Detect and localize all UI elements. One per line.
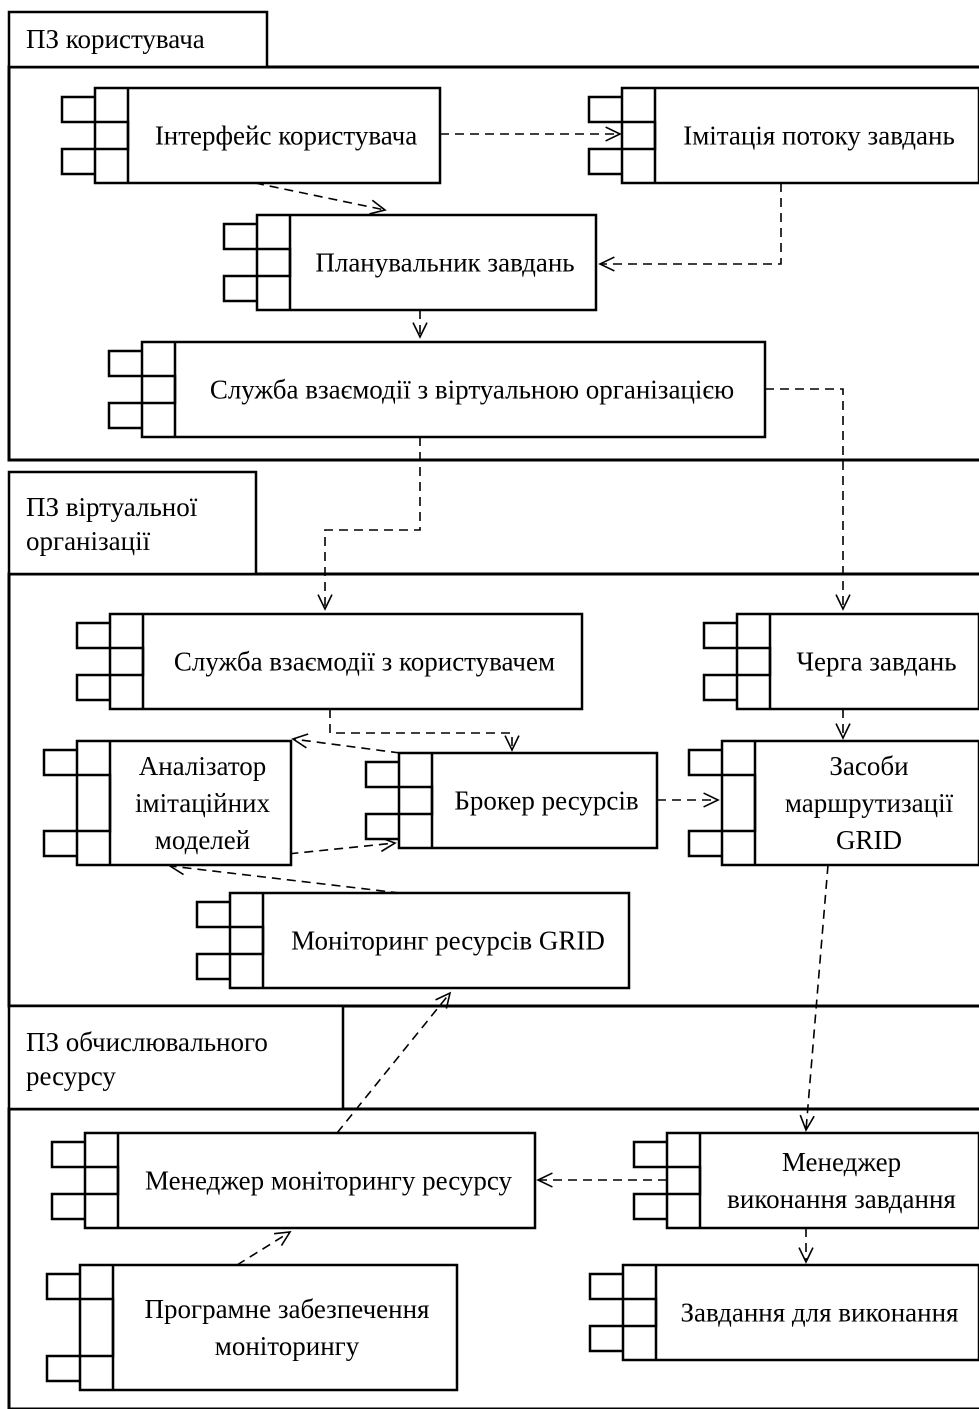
component-task-planner: Планувальник завдань bbox=[222, 213, 598, 312]
dependency-queue-to-routing bbox=[835, 709, 851, 740]
package-resource-title: ПЗ обчислювального bbox=[26, 1027, 268, 1057]
dependency-line bbox=[600, 183, 782, 265]
component-sim-model-analyzer: Аналізатор імітаційних моделей bbox=[42, 739, 293, 867]
component-body bbox=[255, 213, 598, 312]
arrowhead bbox=[435, 991, 452, 1009]
dependency-ui-to-task-planner bbox=[254, 182, 387, 215]
dependency-line bbox=[292, 738, 401, 754]
arrowhead bbox=[799, 1114, 815, 1132]
component-label: Моніторинг ресурсів GRID bbox=[291, 926, 605, 956]
dependency-user-svc-to-broker bbox=[329, 709, 520, 752]
component-label: Менеджер bbox=[782, 1147, 901, 1177]
dependency-line bbox=[329, 709, 513, 750]
arrowhead bbox=[412, 322, 428, 339]
component-user-interaction-service: Служба взаємодії з користувачем bbox=[75, 612, 584, 711]
arrowhead bbox=[598, 256, 615, 272]
component-label: моделей bbox=[155, 825, 250, 855]
dependency-line bbox=[169, 865, 401, 894]
component-resource-broker: Брокер ресурсів bbox=[364, 751, 659, 850]
arrowhead bbox=[703, 792, 720, 808]
package-user-tab bbox=[7, 10, 269, 69]
arrowhead bbox=[274, 1231, 292, 1246]
component-body bbox=[621, 1263, 979, 1362]
component-label: Завдання для виконання bbox=[681, 1298, 959, 1328]
dependency-task-flow-sim-to-planner bbox=[598, 183, 782, 272]
dependency-line bbox=[324, 437, 421, 609]
component-monitoring-software: Програмне забезпечення моніторингу bbox=[45, 1263, 459, 1392]
component-body bbox=[140, 340, 767, 439]
component-grid-monitoring: Моніторинг ресурсів GRID bbox=[195, 891, 631, 990]
component-label: Брокер ресурсів bbox=[454, 786, 638, 816]
component-resource-monitoring-manager: Менеджер моніторингу ресурсу bbox=[50, 1131, 537, 1230]
arrowhead bbox=[536, 1172, 553, 1188]
dependency-broker-to-analyzer bbox=[291, 733, 401, 754]
component-body bbox=[397, 751, 659, 850]
component-body bbox=[78, 1263, 459, 1392]
component-label: Черга завдань bbox=[796, 647, 956, 677]
component-label: GRID bbox=[836, 825, 902, 855]
component-label: Менеджер моніторингу ресурсу bbox=[145, 1166, 513, 1196]
dependency-line bbox=[254, 182, 386, 211]
arrowhead bbox=[605, 126, 622, 142]
dependency-broker-to-routing bbox=[657, 792, 720, 808]
arrowhead bbox=[291, 733, 309, 749]
dependency-line bbox=[236, 1231, 291, 1266]
component-body bbox=[620, 86, 979, 185]
component-label: Інтерфейс користувача bbox=[155, 121, 417, 151]
component-label: Служба взаємодії з користувачем bbox=[174, 647, 555, 677]
package-resource-title: ресурсу bbox=[26, 1061, 116, 1091]
component-body bbox=[83, 1131, 537, 1230]
component-label: моніторингу bbox=[215, 1331, 360, 1361]
component-label: маршрутизації bbox=[785, 788, 954, 818]
arrowhead bbox=[835, 594, 851, 611]
component-body bbox=[735, 612, 979, 711]
arrowhead bbox=[369, 199, 387, 215]
component-label: Імітація потоку завдань bbox=[683, 121, 955, 151]
component-user-interface: Інтерфейс користувача bbox=[60, 86, 442, 185]
component-vo-interaction-service: Служба взаємодії з віртуальною організац… bbox=[107, 340, 767, 439]
dependency-vo-service-to-queue bbox=[765, 388, 851, 611]
dependency-vo-service-to-user-svc bbox=[317, 437, 421, 611]
component-body bbox=[93, 86, 442, 185]
component-label: Засоби bbox=[829, 751, 908, 781]
component-task-execution-manager: Менеджер виконання завдання bbox=[632, 1131, 979, 1230]
component-task-queue: Черга завдань bbox=[702, 612, 979, 711]
package-user-title: ПЗ користувача bbox=[26, 24, 205, 54]
package-vo-tab bbox=[7, 470, 258, 576]
dependency-mon-manager-to-grid-mon bbox=[336, 991, 452, 1134]
arrowhead bbox=[504, 735, 520, 752]
dependency-planner-to-vo-service bbox=[412, 310, 428, 339]
component-label: Планувальник завдань bbox=[315, 248, 574, 278]
component-body bbox=[665, 1131, 979, 1230]
arrowhead bbox=[798, 1247, 814, 1264]
dependency-exec-to-tasks bbox=[798, 1228, 814, 1264]
package-resource-tab bbox=[7, 1004, 345, 1111]
dependency-routing-to-exec-manager bbox=[799, 864, 829, 1132]
component-label: Аналізатор bbox=[139, 751, 267, 781]
component-body bbox=[228, 891, 631, 990]
arrowhead bbox=[835, 723, 851, 740]
package-vo-title: ПЗ віртуальної bbox=[26, 492, 198, 522]
dependency-exec-to-mon-manager bbox=[536, 1172, 667, 1188]
arrowhead bbox=[317, 594, 333, 611]
dependency-line bbox=[765, 388, 844, 609]
component-tasks-to-execute: Завдання для виконання bbox=[588, 1263, 979, 1362]
component-body bbox=[75, 739, 293, 867]
dependency-software-to-mon-manager bbox=[236, 1231, 292, 1266]
dependency-ui-to-task-flow-sim bbox=[440, 126, 622, 142]
component-label: виконання завдання bbox=[727, 1184, 956, 1214]
component-label: Служба взаємодії з віртуальною організац… bbox=[210, 375, 734, 405]
package-vo-title: організації bbox=[26, 526, 151, 556]
component-label: Програмне забезпечення bbox=[145, 1294, 430, 1324]
component-body bbox=[720, 739, 979, 867]
component-label: імітаційних bbox=[135, 788, 271, 818]
component-body bbox=[108, 612, 584, 711]
component-task-flow-sim: Імітація потоку завдань bbox=[587, 86, 979, 185]
